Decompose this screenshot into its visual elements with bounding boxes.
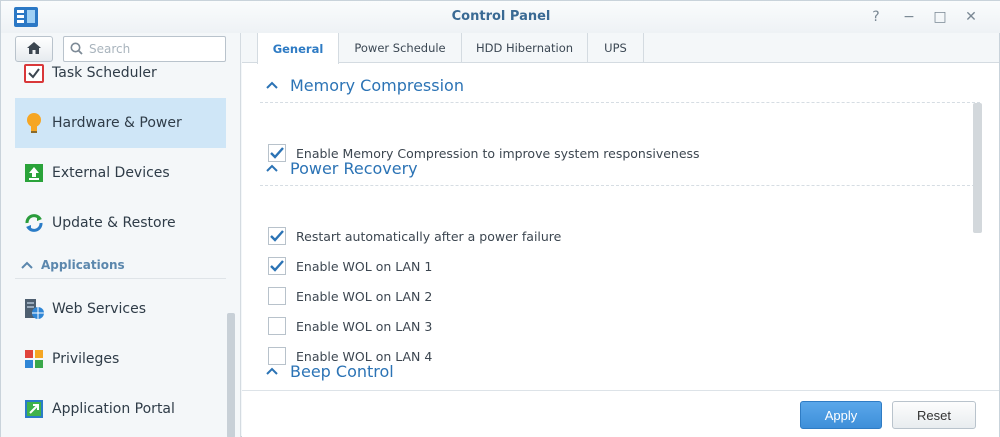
- sidebar-item-web-services[interactable]: Web Services: [15, 284, 226, 334]
- chevron-up-icon: [266, 161, 278, 176]
- calendar-check-icon: [23, 62, 45, 84]
- option-label: Enable WOL on LAN 4: [296, 348, 433, 364]
- checkbox-checked[interactable]: [268, 227, 286, 245]
- tab-power-schedule[interactable]: Power Schedule: [339, 33, 462, 63]
- sidebar-scrollbar[interactable]: [227, 313, 235, 437]
- option-wol-lan-2[interactable]: Enable WOL on LAN 2: [268, 287, 432, 305]
- main-panel: General Power Schedule HDD Hibernation U…: [242, 33, 999, 437]
- tab-bar: General Power Schedule HDD Hibernation U…: [242, 33, 999, 64]
- chevron-up-icon: [266, 364, 278, 379]
- section-title: Memory Compression: [290, 76, 464, 95]
- section-divider: [260, 185, 980, 186]
- option-label: Enable WOL on LAN 2: [296, 288, 433, 304]
- sidebar-item-label: External Devices: [52, 165, 170, 181]
- sidebar-item-task-scheduler[interactable]: Task Scheduler: [15, 48, 226, 98]
- server-globe-icon: [23, 298, 45, 320]
- sidebar-item-hardware-power[interactable]: Hardware & Power: [15, 98, 226, 148]
- home-button[interactable]: [15, 36, 53, 62]
- sidebar: Task Scheduler Hardware & Power Exte: [1, 33, 241, 437]
- section-beep-control[interactable]: Beep Control: [266, 362, 394, 381]
- option-memory-compression[interactable]: Enable Memory Compression to improve sys…: [268, 144, 700, 162]
- tab-ups[interactable]: UPS: [588, 33, 644, 63]
- tab-hdd-hibernation[interactable]: HDD Hibernation: [462, 33, 588, 63]
- sidebar-item-label: Task Scheduler: [52, 65, 157, 81]
- content-scrollbar[interactable]: [973, 103, 982, 233]
- sidebar-item-label: Privileges: [52, 351, 120, 367]
- checkbox-unchecked[interactable]: [268, 347, 286, 365]
- chevron-up-icon: [21, 258, 37, 272]
- checkbox-checked[interactable]: [268, 144, 286, 162]
- tab-general[interactable]: General: [257, 33, 339, 64]
- option-wol-lan-3[interactable]: Enable WOL on LAN 3: [268, 317, 432, 335]
- control-panel-app-icon: [13, 6, 39, 28]
- reset-button[interactable]: Reset: [892, 401, 976, 429]
- portal-arrow-icon: [23, 398, 45, 420]
- option-label: Restart automatically after a power fail…: [296, 228, 562, 244]
- option-wol-lan-1[interactable]: Enable WOL on LAN 1: [268, 257, 432, 275]
- title-bar: Control Panel ? − □ ✕: [1, 1, 1000, 33]
- maximize-button[interactable]: □: [933, 9, 947, 25]
- section-divider: [260, 102, 980, 103]
- minimize-button[interactable]: −: [903, 9, 915, 25]
- search-icon: [70, 40, 83, 59]
- sidebar-item-label: Application Portal: [52, 401, 175, 417]
- sidebar-item-update-restore[interactable]: Update & Restore: [15, 198, 226, 248]
- sidebar-item-label: Hardware & Power: [52, 115, 182, 131]
- option-auto-restart[interactable]: Restart automatically after a power fail…: [268, 227, 561, 245]
- upload-device-icon: [23, 162, 45, 184]
- section-power-recovery[interactable]: Power Recovery: [266, 159, 418, 178]
- section-title: Beep Control: [290, 362, 394, 381]
- option-label: Enable WOL on LAN 3: [296, 318, 433, 334]
- lightbulb-icon: [23, 112, 45, 134]
- sidebar-item-privileges[interactable]: Privileges: [15, 334, 226, 384]
- sidebar-item-external-devices[interactable]: External Devices: [15, 148, 226, 198]
- grid-lock-icon: [23, 348, 45, 370]
- apply-button[interactable]: Apply: [800, 401, 882, 429]
- sidebar-item-label: Web Services: [52, 301, 147, 317]
- help-button[interactable]: ?: [872, 9, 880, 25]
- search-box[interactable]: [63, 36, 226, 62]
- window-title: Control Panel: [451, 9, 551, 24]
- chevron-up-icon: [266, 78, 278, 93]
- option-label: Enable WOL on LAN 1: [296, 258, 433, 274]
- section-title: Power Recovery: [290, 159, 418, 178]
- option-wol-lan-4[interactable]: Enable WOL on LAN 4: [268, 347, 432, 365]
- sidebar-section-label: Applications: [41, 257, 125, 272]
- checkbox-checked[interactable]: [268, 257, 286, 275]
- refresh-icon: [23, 212, 45, 234]
- home-icon: [26, 40, 42, 59]
- sidebar-item-application-portal[interactable]: Application Portal: [15, 384, 226, 434]
- sidebar-section-applications[interactable]: Applications: [15, 251, 226, 279]
- checkbox-unchecked[interactable]: [268, 317, 286, 335]
- sidebar-item-label: Update & Restore: [52, 215, 176, 231]
- close-button[interactable]: ✕: [965, 9, 977, 25]
- footer-bar: Apply Reset: [242, 390, 999, 437]
- option-label: Enable Memory Compression to improve sys…: [296, 145, 700, 161]
- settings-content: Memory Compression Enable Memory Compres…: [242, 64, 999, 390]
- section-memory-compression[interactable]: Memory Compression: [266, 76, 464, 95]
- checkbox-unchecked[interactable]: [268, 287, 286, 305]
- search-input[interactable]: [89, 42, 219, 56]
